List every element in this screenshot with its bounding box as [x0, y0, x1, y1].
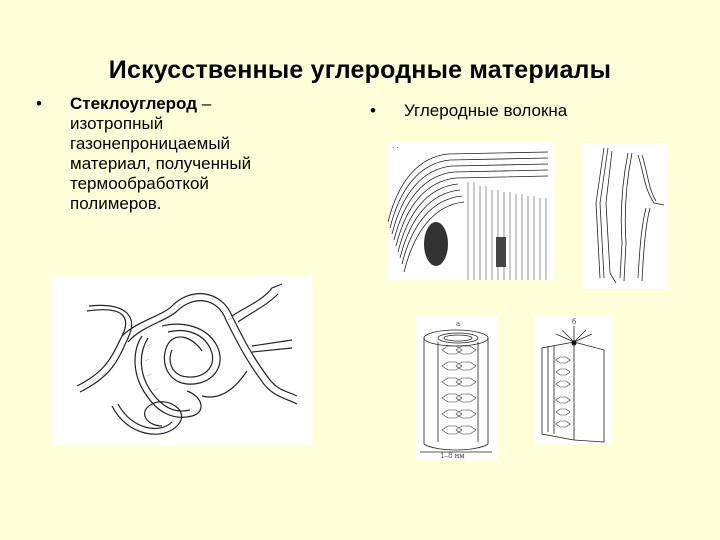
figure-label-b: б — [572, 318, 576, 326]
definition-line: изотропный — [70, 114, 164, 133]
slide-title: Искусственные углеродные материалы — [108, 56, 612, 84]
bullet-text: Углеродные волокна — [404, 101, 568, 120]
glassy-carbon-ribbon-figure — [52, 276, 312, 445]
definition-line: полимеров. — [70, 194, 162, 213]
carbon-fiber-lamellae-figure — [582, 143, 668, 289]
graphene-sheets-figure: б — [534, 316, 612, 444]
definition-line: термообработкой — [70, 174, 209, 193]
definition-line: материал, полученный — [70, 154, 252, 173]
carbon-fiber-cross-section-figure: · · — [388, 142, 554, 280]
bullet-carbon-fibers: • Углеродные волокна — [370, 101, 670, 121]
term-glassy-carbon: Стеклоуглерод — [70, 94, 197, 113]
definition-line: газонепроницаемый — [70, 134, 231, 153]
svg-text:· ·: · · — [392, 144, 399, 152]
bullet-dot: • — [36, 94, 42, 113]
bullet-glassy-carbon: • Стеклоуглерод – изотропный газонепрони… — [36, 94, 306, 214]
bullet-dot: • — [370, 101, 376, 120]
nanotube-cylinder-figure: а 1–8 нм — [416, 316, 498, 460]
bullet-text: Стеклоуглерод – изотропный газонепроница… — [70, 94, 251, 214]
dimension-label: 1–8 нм — [440, 452, 465, 460]
figure-label-a: а — [456, 320, 460, 328]
term-dash: – — [197, 94, 212, 113]
